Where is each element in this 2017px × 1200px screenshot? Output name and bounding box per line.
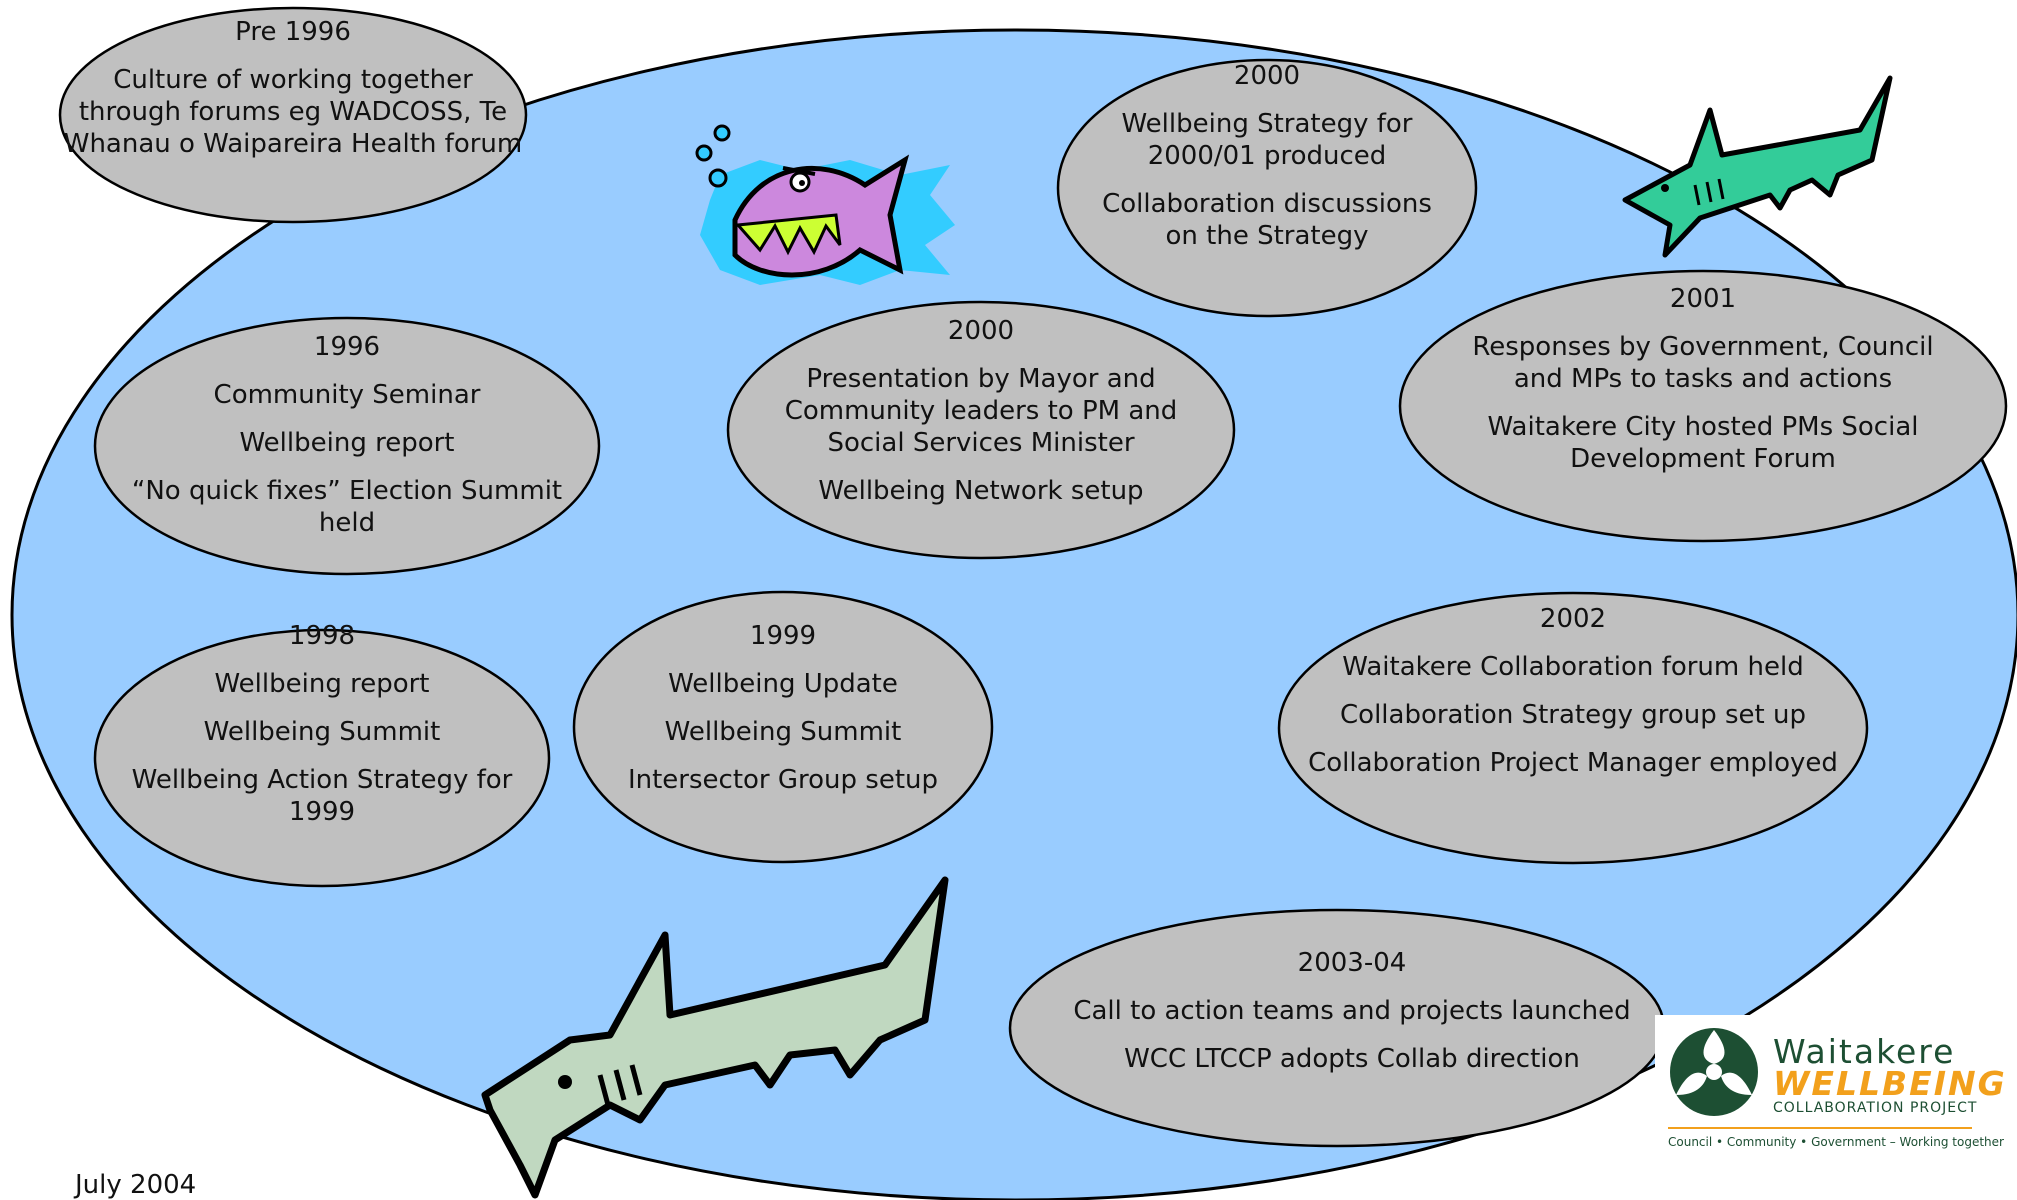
bubble-line: Wellbeing Network setup [818,476,1144,506]
bubble-year: 2001 [1669,284,1737,314]
bubble-pre1996 [58,6,528,224]
bubble-year: Pre 1996 [235,17,351,47]
bubble-line: Culture of working together through foru… [63,65,523,159]
bubble-year: 1998 [288,621,356,651]
bubble-year: 2000 [1233,61,1301,91]
bubble-year: 2003-04 [1297,948,1407,978]
bubble-line: Wellbeing Summit [203,717,441,747]
bubble-line: Wellbeing Action Strategy for 1999 [131,765,513,827]
bubble-text-1998: 1998 Wellbeing report Wellbeing Summit W… [122,620,522,828]
bubble-1998 [93,628,551,888]
bubble-line: Wellbeing Summit [664,717,902,747]
bubble-text-1999: 1999 Wellbeing Update Wellbeing Summit I… [613,620,953,796]
bubble-line: Presentation by Mayor and Community lead… [784,364,1178,458]
logo-tagline: Council • Community • Government – Worki… [1668,1135,2004,1149]
bubble-year: 2002 [1539,604,1607,634]
bubble-text-2000a: 2000 Presentation by Mayor and Community… [781,315,1181,507]
bubble-line: Waitakere Collaboration forum held [1342,652,1804,682]
bubble-2002 [1277,591,1869,865]
logo-word-collaboration: COLLABORATION PROJECT [1773,1100,1978,1116]
wellbeing-logo-icon [1668,1028,1972,1129]
bubble-text-1996: 1996 Community Seminar Wellbeing report … [127,331,567,539]
green-shark-icon [1622,75,1893,258]
bubble-2000a [726,300,1236,560]
bubble-line: WCC LTCCP adopts Collab direction [1124,1044,1580,1074]
bubble-line: Wellbeing Update [668,669,898,699]
bubble-line: Wellbeing report [214,669,430,699]
bubble-line: Wellbeing Strategy for 2000/01 produced [1121,109,1413,171]
bubble-line: Waitakere City hosted PMs Social Develop… [1487,412,1919,474]
logo-word-waitakere: Waitakere [1773,1032,1956,1071]
bubble-text-2000b: 2000 Wellbeing Strategy for 2000/01 prod… [1097,60,1437,252]
bubble-1996 [93,316,601,576]
bubble-text-2001: 2001 Responses by Government, Council an… [1448,283,1958,475]
bubble-text-2003: 2003-04 Call to action teams and project… [1072,947,1632,1075]
bubble-line: Call to action teams and projects launch… [1073,996,1631,1026]
bubble-text-pre1996: Pre 1996 Culture of working together thr… [63,16,523,160]
logo-word-wellbeing: WELLBEING [1773,1064,2007,1103]
bubble-line: Collaboration Strategy group set up [1340,700,1806,730]
grey-shark-icon [481,876,949,1199]
bubble-year: 2000 [947,316,1015,346]
bubble-year: 1999 [749,621,817,651]
bubble-line: Responses by Government, Council and MPs… [1472,332,1934,394]
bubble-line: Community Seminar [213,380,481,410]
bubble-2000b [1056,58,1478,318]
piranha-fish-icon [695,124,955,285]
bubble-line: Collaboration discussions on the Strateg… [1102,189,1432,251]
bubble-line: Wellbeing report [239,428,455,458]
bubble-1999 [572,590,994,864]
footer-date: July 2004 [75,1170,197,1200]
bubble-text-2002: 2002 Waitakere Collaboration forum held … [1303,603,1843,779]
bubble-year: 1996 [313,332,381,362]
bubble-2001 [1398,269,2008,543]
bubble-line: Intersector Group setup [627,765,939,795]
bubble-line: Collaboration Project Manager employed [1308,748,1838,778]
bubble-line: “No quick fixes” Election Summit held [131,476,563,538]
